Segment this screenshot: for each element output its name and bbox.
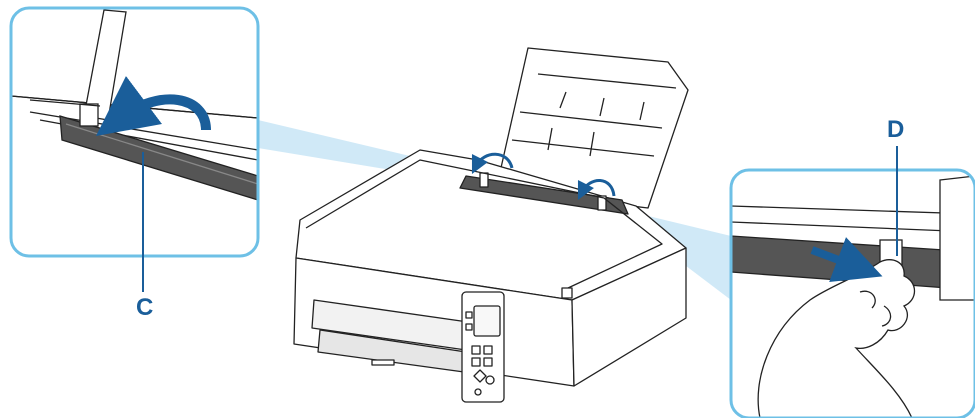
rotate-arrow-icon bbox=[471, 152, 616, 201]
rear-tray bbox=[459, 175, 629, 215]
callout-label-c: C bbox=[136, 294, 154, 321]
callout-label-d: D bbox=[887, 116, 905, 143]
zoom-frame-left bbox=[9, 6, 260, 258]
printer-side bbox=[571, 247, 687, 387]
rotate-arrow-icon bbox=[95, 76, 211, 136]
push-arrow-icon bbox=[810, 237, 883, 283]
printer-illustration bbox=[293, 47, 689, 403]
zoom-frame-right bbox=[729, 168, 975, 418]
